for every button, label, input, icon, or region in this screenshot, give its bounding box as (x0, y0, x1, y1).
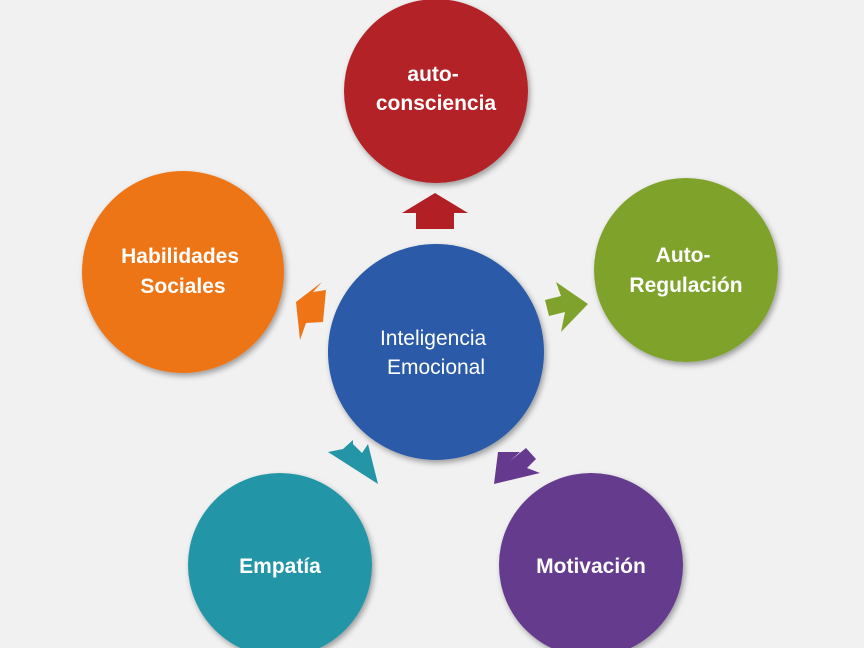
svg-text:auto- consciencia: auto- consciencia (376, 63, 497, 115)
node-circle (499, 473, 683, 648)
arrow-to-motivacion (494, 448, 540, 484)
node-circle (344, 0, 528, 183)
node-label-line: Motivación (536, 555, 646, 578)
svg-text:Inteligencia Emocional: Inteligencia Emocional (380, 327, 492, 379)
svg-text:Auto- Regulación: Auto- Regulación (629, 244, 742, 297)
arrow-to-habilidades-sociales (296, 282, 326, 340)
center-label-line: Inteligencia (380, 327, 487, 350)
node-label-line: consciencia (376, 92, 497, 115)
node-empatia: Empatía (188, 473, 372, 648)
node-habilidades-sociales: Habilidades Sociales (82, 171, 284, 373)
center-node: Inteligencia Emocional (328, 244, 544, 460)
svg-text:Motivación: Motivación (536, 555, 646, 578)
node-motivacion: Motivación (499, 473, 683, 648)
node-circle (594, 178, 778, 362)
arrow-to-autoconsciencia (402, 193, 468, 229)
node-autoregulacion: Auto- Regulación (594, 178, 778, 362)
arrows-group (296, 193, 588, 484)
node-autoconsciencia: auto- consciencia (344, 0, 528, 183)
node-label-line: Regulación (629, 274, 742, 297)
arrow-to-autoregulacion (545, 282, 588, 332)
arrow-to-empatia (328, 440, 378, 484)
node-label-line: Empatía (239, 555, 321, 578)
node-circle (82, 171, 284, 373)
node-label-line: Habilidades (121, 245, 239, 268)
node-label-line: auto- (407, 63, 458, 86)
svg-text:Empatía: Empatía (239, 555, 321, 578)
center-circle (328, 244, 544, 460)
node-label-line: Sociales (140, 275, 225, 298)
center-label-line: Emocional (387, 356, 485, 379)
svg-text:Habilidades Sociales: Habilidades Sociales (121, 245, 245, 298)
node-circle (188, 473, 372, 648)
node-label-line: Auto- (656, 244, 711, 267)
